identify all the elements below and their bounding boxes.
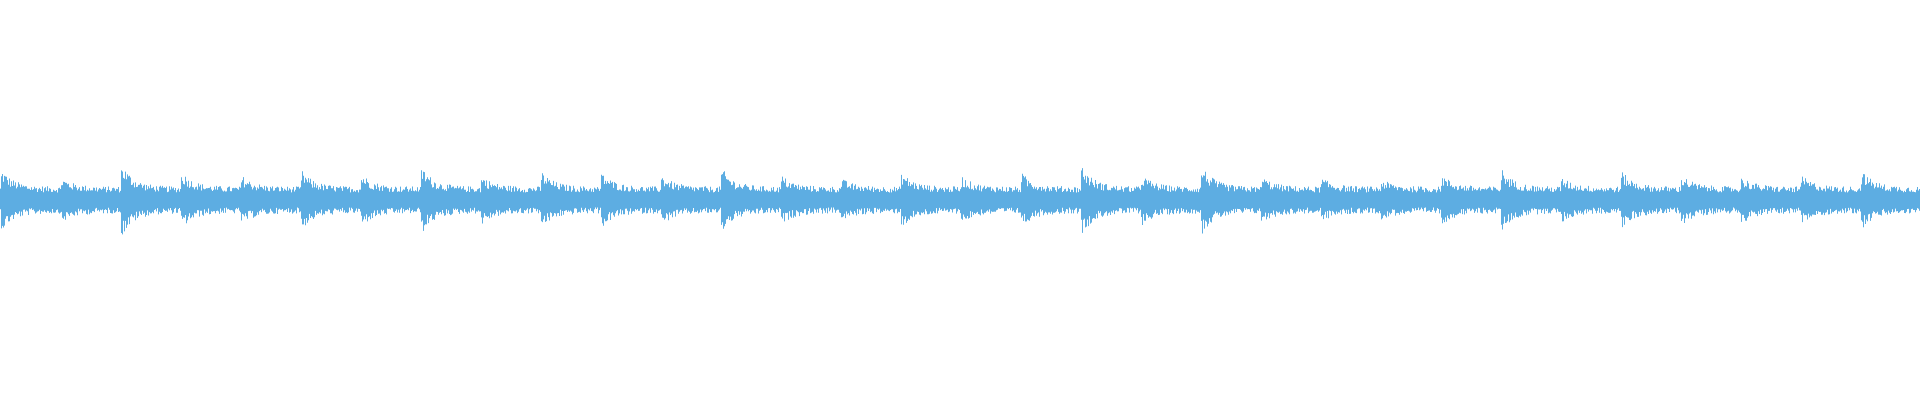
waveform-path xyxy=(0,168,1920,235)
waveform-bars xyxy=(0,168,1920,235)
